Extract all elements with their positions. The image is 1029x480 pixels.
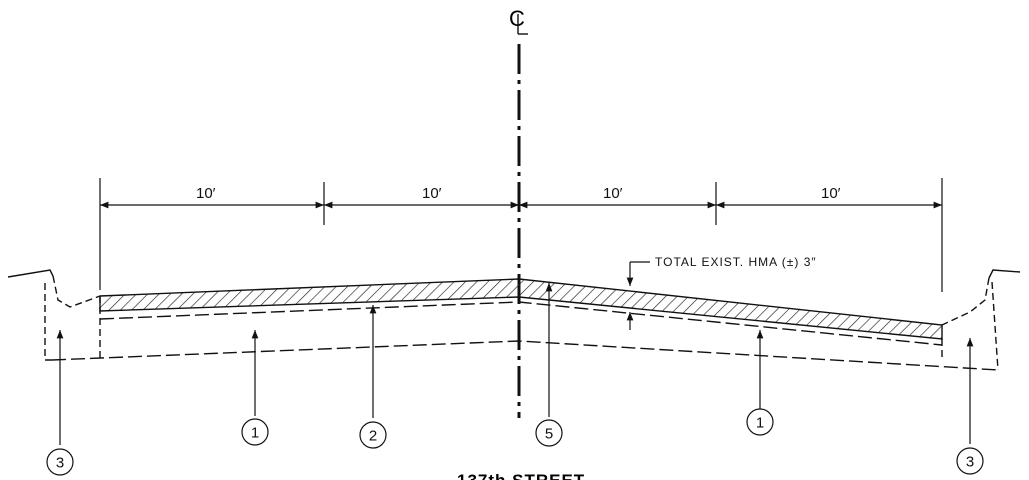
callout-right-mid-label: 1 [756,415,764,432]
svg-text:C: C [509,6,525,31]
dimension-label-1: 10′ [196,185,216,202]
callout-left-far: 3 [46,448,74,476]
callout-leaders [56,283,974,445]
centerline-symbol: C [509,6,528,35]
right-curb [941,269,1021,371]
callout-center-label: 5 [545,426,553,443]
callout-left-near: 2 [359,421,387,449]
dimension-label-3: 10′ [603,185,623,202]
callout-center: 5 [535,419,563,447]
street-title: 137th STREET [457,471,585,480]
dimension-label-2: 10′ [422,185,442,202]
callout-right-far-label: 3 [966,454,974,471]
callout-left-far-label: 3 [56,455,64,472]
left-curb [7,269,101,361]
callout-left-near-label: 2 [369,428,377,445]
callout-right-mid: 1 [746,408,774,436]
dimension-label-4: 10′ [821,185,841,202]
dimension-extension-lines [99,178,943,292]
hma-note: TOTAL EXIST. HMA (±) 3″ [626,255,817,330]
hma-note-text: TOTAL EXIST. HMA (±) 3″ [655,255,817,269]
callout-right-far: 3 [956,447,984,475]
hma-layer-hatch [99,278,943,340]
callout-left-mid: 1 [241,418,269,446]
pavement-layer-lines [51,301,999,371]
callout-left-mid-label: 1 [251,425,259,442]
